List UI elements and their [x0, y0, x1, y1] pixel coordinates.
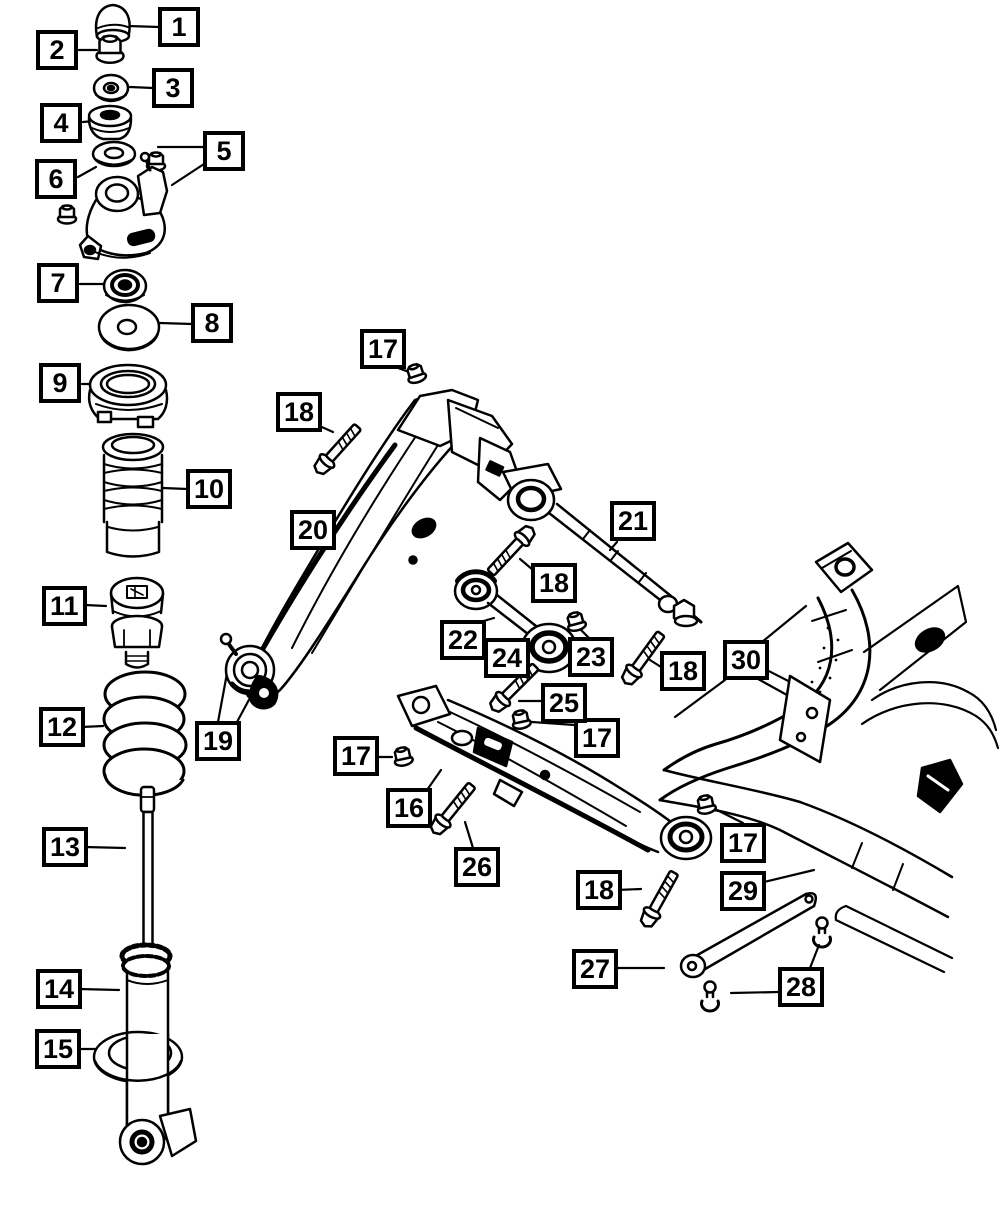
stabilizer-link-drawing	[681, 893, 816, 977]
nut-drawing	[563, 609, 589, 634]
flat-washer-drawing	[99, 305, 159, 350]
callout-17[interactable]: 17	[333, 736, 380, 776]
callout-10[interactable]: 10	[186, 469, 233, 509]
rod-nut-drawing	[97, 36, 124, 63]
callout-29[interactable]: 29	[720, 871, 767, 911]
leader-lines	[78, 26, 819, 1049]
callout-19[interactable]: 19	[195, 721, 242, 761]
callout-18[interactable]: 18	[576, 870, 623, 910]
upper-lateral-link-drawing	[503, 464, 701, 626]
callout-5[interactable]: 5	[203, 131, 245, 171]
mount-nut2-drawing	[56, 204, 78, 225]
spring-seat-bearing-drawing	[89, 365, 167, 427]
callout-17[interactable]: 17	[720, 823, 767, 863]
callout-1[interactable]: 1	[158, 7, 200, 47]
pivot-bushing-drawing	[104, 270, 146, 302]
callout-25[interactable]: 25	[541, 683, 588, 723]
nut-drawing	[390, 744, 415, 769]
callout-9[interactable]: 9	[39, 363, 81, 403]
callout-20[interactable]: 20	[290, 510, 337, 550]
upper-mount-cup-drawing	[89, 106, 131, 139]
jounce-bumper-drawing	[111, 578, 163, 668]
callout-13[interactable]: 13	[42, 827, 89, 867]
lower-control-arm-drawing	[398, 686, 711, 859]
toe-link-drawing	[455, 572, 576, 672]
callout-22[interactable]: 22	[440, 620, 487, 660]
nut-drawing	[403, 360, 429, 387]
nut-drawing	[693, 792, 718, 817]
callout-23[interactable]: 23	[568, 637, 615, 677]
bolt-drawing	[635, 867, 684, 932]
callout-16[interactable]: 16	[386, 788, 433, 828]
callout-18[interactable]: 18	[531, 563, 578, 603]
callout-18[interactable]: 18	[276, 392, 323, 432]
callout-6[interactable]: 6	[35, 159, 77, 199]
callout-17[interactable]: 17	[574, 718, 621, 758]
callout-30[interactable]: 30	[723, 640, 770, 680]
callout-18[interactable]: 18	[660, 651, 707, 691]
dished-washer-drawing	[93, 142, 135, 166]
crossmember-drawing	[660, 543, 998, 972]
coil-spring-drawing	[104, 672, 186, 795]
dust-boot-drawing	[103, 434, 163, 557]
callout-15[interactable]: 15	[35, 1029, 82, 1069]
bolt-drawing	[425, 778, 481, 840]
retainer-pin-drawing	[812, 916, 832, 949]
callout-28[interactable]: 28	[778, 967, 825, 1007]
strut-mount-drawing	[80, 153, 167, 259]
callout-26[interactable]: 26	[454, 847, 501, 887]
callout-8[interactable]: 8	[191, 303, 233, 343]
callout-12[interactable]: 12	[39, 707, 86, 747]
callout-7[interactable]: 7	[37, 263, 79, 303]
callout-2[interactable]: 2	[36, 30, 78, 70]
trailing-arm-drawing	[221, 390, 520, 708]
callout-4[interactable]: 4	[40, 103, 82, 143]
callout-14[interactable]: 14	[36, 969, 83, 1009]
callout-27[interactable]: 27	[572, 949, 619, 989]
retainer-washer-drawing	[94, 75, 128, 101]
retainer-pin-drawing	[700, 980, 720, 1013]
nut-drawing	[508, 707, 533, 732]
callout-11[interactable]: 11	[42, 586, 87, 626]
callout-17[interactable]: 17	[360, 329, 407, 369]
strut-rod-drawing	[141, 787, 154, 952]
callout-21[interactable]: 21	[610, 501, 657, 541]
shock-absorber-drawing	[94, 945, 196, 1164]
callout-24[interactable]: 24	[484, 638, 531, 678]
callout-3[interactable]: 3	[152, 68, 194, 108]
